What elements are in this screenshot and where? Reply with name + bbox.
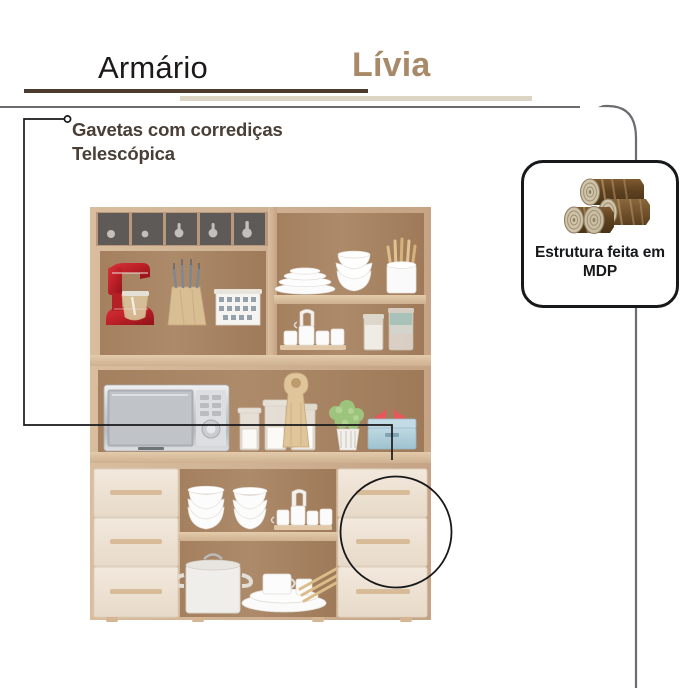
cabinet-legs (106, 617, 412, 622)
mug-tray (280, 309, 346, 350)
patterned-canisters (214, 289, 262, 326)
utensil-crock (386, 237, 417, 294)
callout-line1: Gavetas com corrediças (72, 119, 283, 140)
stacked-bowls-left (187, 485, 225, 530)
stacked-bowls (335, 250, 373, 292)
mdp-badge-line2: MDP (582, 262, 618, 280)
center-lower-items (172, 553, 340, 614)
stock-pot (172, 553, 254, 614)
stacked-bowls-right (232, 487, 268, 530)
mdp-badge-text: Estrutura feita em MDP (525, 244, 675, 282)
callout-line2: Telescópica (72, 143, 175, 165)
feature-callout-text: Gavetas com corrediças Telescópica (72, 118, 402, 167)
wooden-utensils (298, 567, 340, 603)
title-underline-dark (24, 89, 368, 93)
product-illustration (88, 207, 433, 622)
cutting-board (282, 372, 310, 448)
mdp-structure-badge: Estrutura feita em MDP (521, 160, 679, 308)
mdp-badge-line1: Estrutura feita em (535, 244, 665, 261)
callout-leader-line (23, 115, 393, 460)
red-stand-mixer (106, 263, 154, 325)
lower-right-drawers (337, 468, 428, 618)
page-title: Armário (98, 50, 208, 85)
microwave (103, 384, 230, 452)
product-brand-name: Lívia (352, 46, 431, 84)
wood-logs-icon (563, 178, 650, 235)
glass-jars (363, 308, 414, 351)
title-underline-light (180, 96, 532, 101)
knife-block (167, 259, 207, 326)
stacked-plates (274, 267, 336, 295)
connector-spine (578, 104, 638, 688)
header-divider-rule (0, 106, 580, 108)
center-mug-tray (270, 489, 333, 530)
drawer-highlight-circle (339, 475, 453, 589)
cabinet-svg (90, 207, 431, 622)
wine-cubbies (98, 213, 265, 245)
plates-stack (241, 573, 327, 613)
lower-left-drawers (93, 468, 179, 618)
center-upper-items (187, 485, 333, 530)
